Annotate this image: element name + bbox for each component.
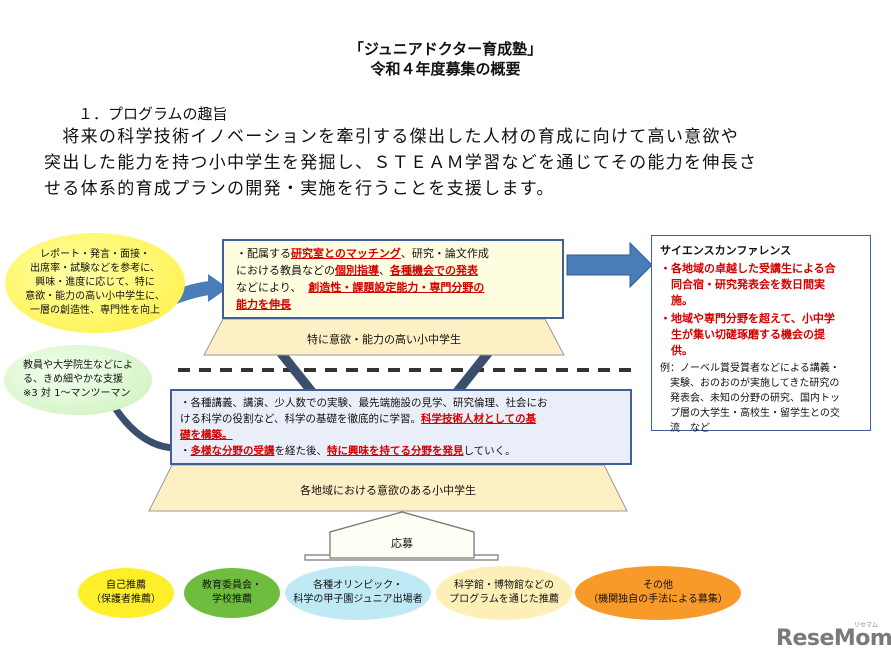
ellipse-line: 一層の創造性、専門性を向上: [29, 305, 160, 316]
highlight-text: 研究室とのマッチング: [291, 247, 401, 260]
right-diagonal-bar: [451, 348, 498, 392]
source-line: （機関独自の手法による募集）: [588, 594, 728, 605]
highlight-text: 各種機会での発表: [390, 264, 478, 277]
school-recommendation-ellipse: 教育委員会・学校推薦: [184, 568, 280, 618]
museum-ellipse: 科学館・博物館などのプログラムを通じた推薦: [436, 566, 572, 620]
purpose-line: 将来の科学技術イノベーションを牽引する傑出した人材の育成に向けて高い意欲や: [44, 127, 740, 147]
conference-example: 流 など: [660, 423, 710, 434]
highlight-text: 創造性・課題設定能力・専門分野の: [308, 281, 485, 294]
resemom-logo: ReseMom: [776, 626, 891, 651]
science-conference-title: サイエンスカンファレンス: [660, 244, 792, 257]
ellipse-line: 出席率・試験などを参考に、: [30, 263, 160, 274]
ellipse-line: 教員や大学院生などによ: [23, 360, 133, 371]
source-line: （保護者推薦）: [91, 594, 161, 605]
highlight-text: 礎を構築。: [180, 429, 233, 441]
ellipse-line: る、きめ細やかな支援: [23, 374, 123, 385]
olympiad-ellipse: 各種オリンピック・科学の甲子園ジュニア出場者: [285, 566, 431, 620]
page-subtitle: 令和４年度募集の概要: [370, 60, 521, 78]
highlight-text: 多様な分野の受講: [190, 445, 275, 457]
purpose-line: せる体系的育成プランの開発・実施を行うことを支援します。: [44, 179, 555, 199]
upper-tier: 特に意欲・能力の高い小中学生: [203, 318, 565, 356]
resemom-logo-sub: リセマム: [854, 622, 879, 629]
selection-criteria-ellipse: レポート・発言・面接・ 出席率・試験などを参考に、 興味・進度に応じて、特に 意…: [5, 233, 185, 333]
conference-item: 同合宿・研究発表会を数日間実: [660, 278, 825, 291]
upper-program-box: ・配属する研究室とのマッチング、研究・論文作成 における教員などの個別指導、各種…: [222, 239, 564, 319]
ellipse-line: ※3 対 1～マンツーマン: [23, 388, 131, 399]
source-line: 各種オリンピック・: [313, 580, 403, 591]
conference-item: 生が集い切磋琢磨する機会の提: [660, 328, 825, 341]
page-title: 「ジュニアドクター育成塾」: [348, 40, 543, 58]
conference-example: プ層の大学生・高校生・留学生との交: [660, 408, 840, 419]
source-line: 科学館・博物館などの: [453, 580, 554, 591]
left-diagonal-bar: [271, 348, 318, 392]
source-line: 学校推薦: [212, 594, 252, 605]
conference-arrow: [566, 241, 653, 289]
support-ellipse: 教員や大学院生などによ る、きめ細やかな支援 ※3 対 1～マンツーマン: [4, 345, 152, 415]
conference-item: ・地域や専門分野を超えて、小中学: [660, 312, 835, 325]
highlight-text: 科学技術人材としての基: [420, 413, 537, 425]
section-heading: １．プログラムの趣旨: [78, 105, 228, 123]
lower-program-box: ・各種講義、講演、少人数での実験、最先端施設の見学、研究倫理、社会にお ける科学…: [170, 389, 632, 465]
purpose-line: 突出した能力を持つ小中学生を発掘し、ＳＴＥＡＭ学習などを通じてその能力を伸長さ: [44, 153, 758, 173]
upper-tier-label: 特に意欲・能力の高い小中学生: [307, 333, 461, 346]
conference-example: 例：ノーベル賞受賞者などによる講義・: [660, 363, 840, 374]
apply-arrow: [329, 511, 475, 559]
source-line: プログラムを通じた推薦: [449, 594, 559, 605]
source-line: その他: [642, 580, 673, 591]
ellipse-line: 意欲・能力の高い小中学生に、: [25, 291, 165, 302]
conference-item: ・各地域の卓越した受講生による合: [660, 262, 836, 275]
conference-item: 供。: [660, 344, 693, 357]
self-recommendation-ellipse: 自己推薦 （保護者推薦）: [78, 568, 174, 618]
purpose-paragraph: 将来の科学技術イノベーションを牽引する傑出した人材の育成に向けて高い意欲や 突出…: [44, 124, 864, 202]
lower-tier-shape: [148, 464, 628, 512]
lower-box-line: ・各種講義、講演、少人数での実験、最先端施設の見学、研究倫理、社会にお: [180, 397, 548, 409]
highlight-text: 特に興味を持てる分野を発見: [327, 445, 464, 457]
apply-label: 応募: [391, 537, 413, 550]
science-conference-box: サイエンスカンファレンス ・各地域の卓越した受講生による合 同合宿・研究発表会を…: [651, 235, 871, 434]
conference-example: 発表会、未知の分野の研究、国内トッ: [660, 393, 840, 404]
lower-tier-label: 各地域における意欲のある小中学生: [300, 484, 476, 497]
other-method-ellipse: その他 （機関独自の手法による募集）: [575, 566, 741, 620]
source-line: 教育委員会・: [202, 580, 262, 591]
upper-tier-shape: [203, 318, 565, 356]
highlight-text: 能力を伸長: [236, 298, 291, 311]
source-line: 自己推薦: [106, 580, 146, 591]
ellipse-line: 興味・進度に応じて、特に: [35, 277, 155, 288]
ellipse-line: レポート・発言・面接・: [39, 249, 150, 260]
enhance-arrow-head: [208, 274, 228, 302]
highlight-text: 個別指導: [335, 264, 379, 277]
source-line: 科学の甲子園ジュニア出場者: [293, 594, 423, 605]
conference-item: 施。: [660, 294, 693, 307]
conference-example: 実験、おのおのが実施してきた研究の: [660, 378, 840, 389]
lower-tier: 各地域における意欲のある小中学生: [148, 464, 628, 512]
